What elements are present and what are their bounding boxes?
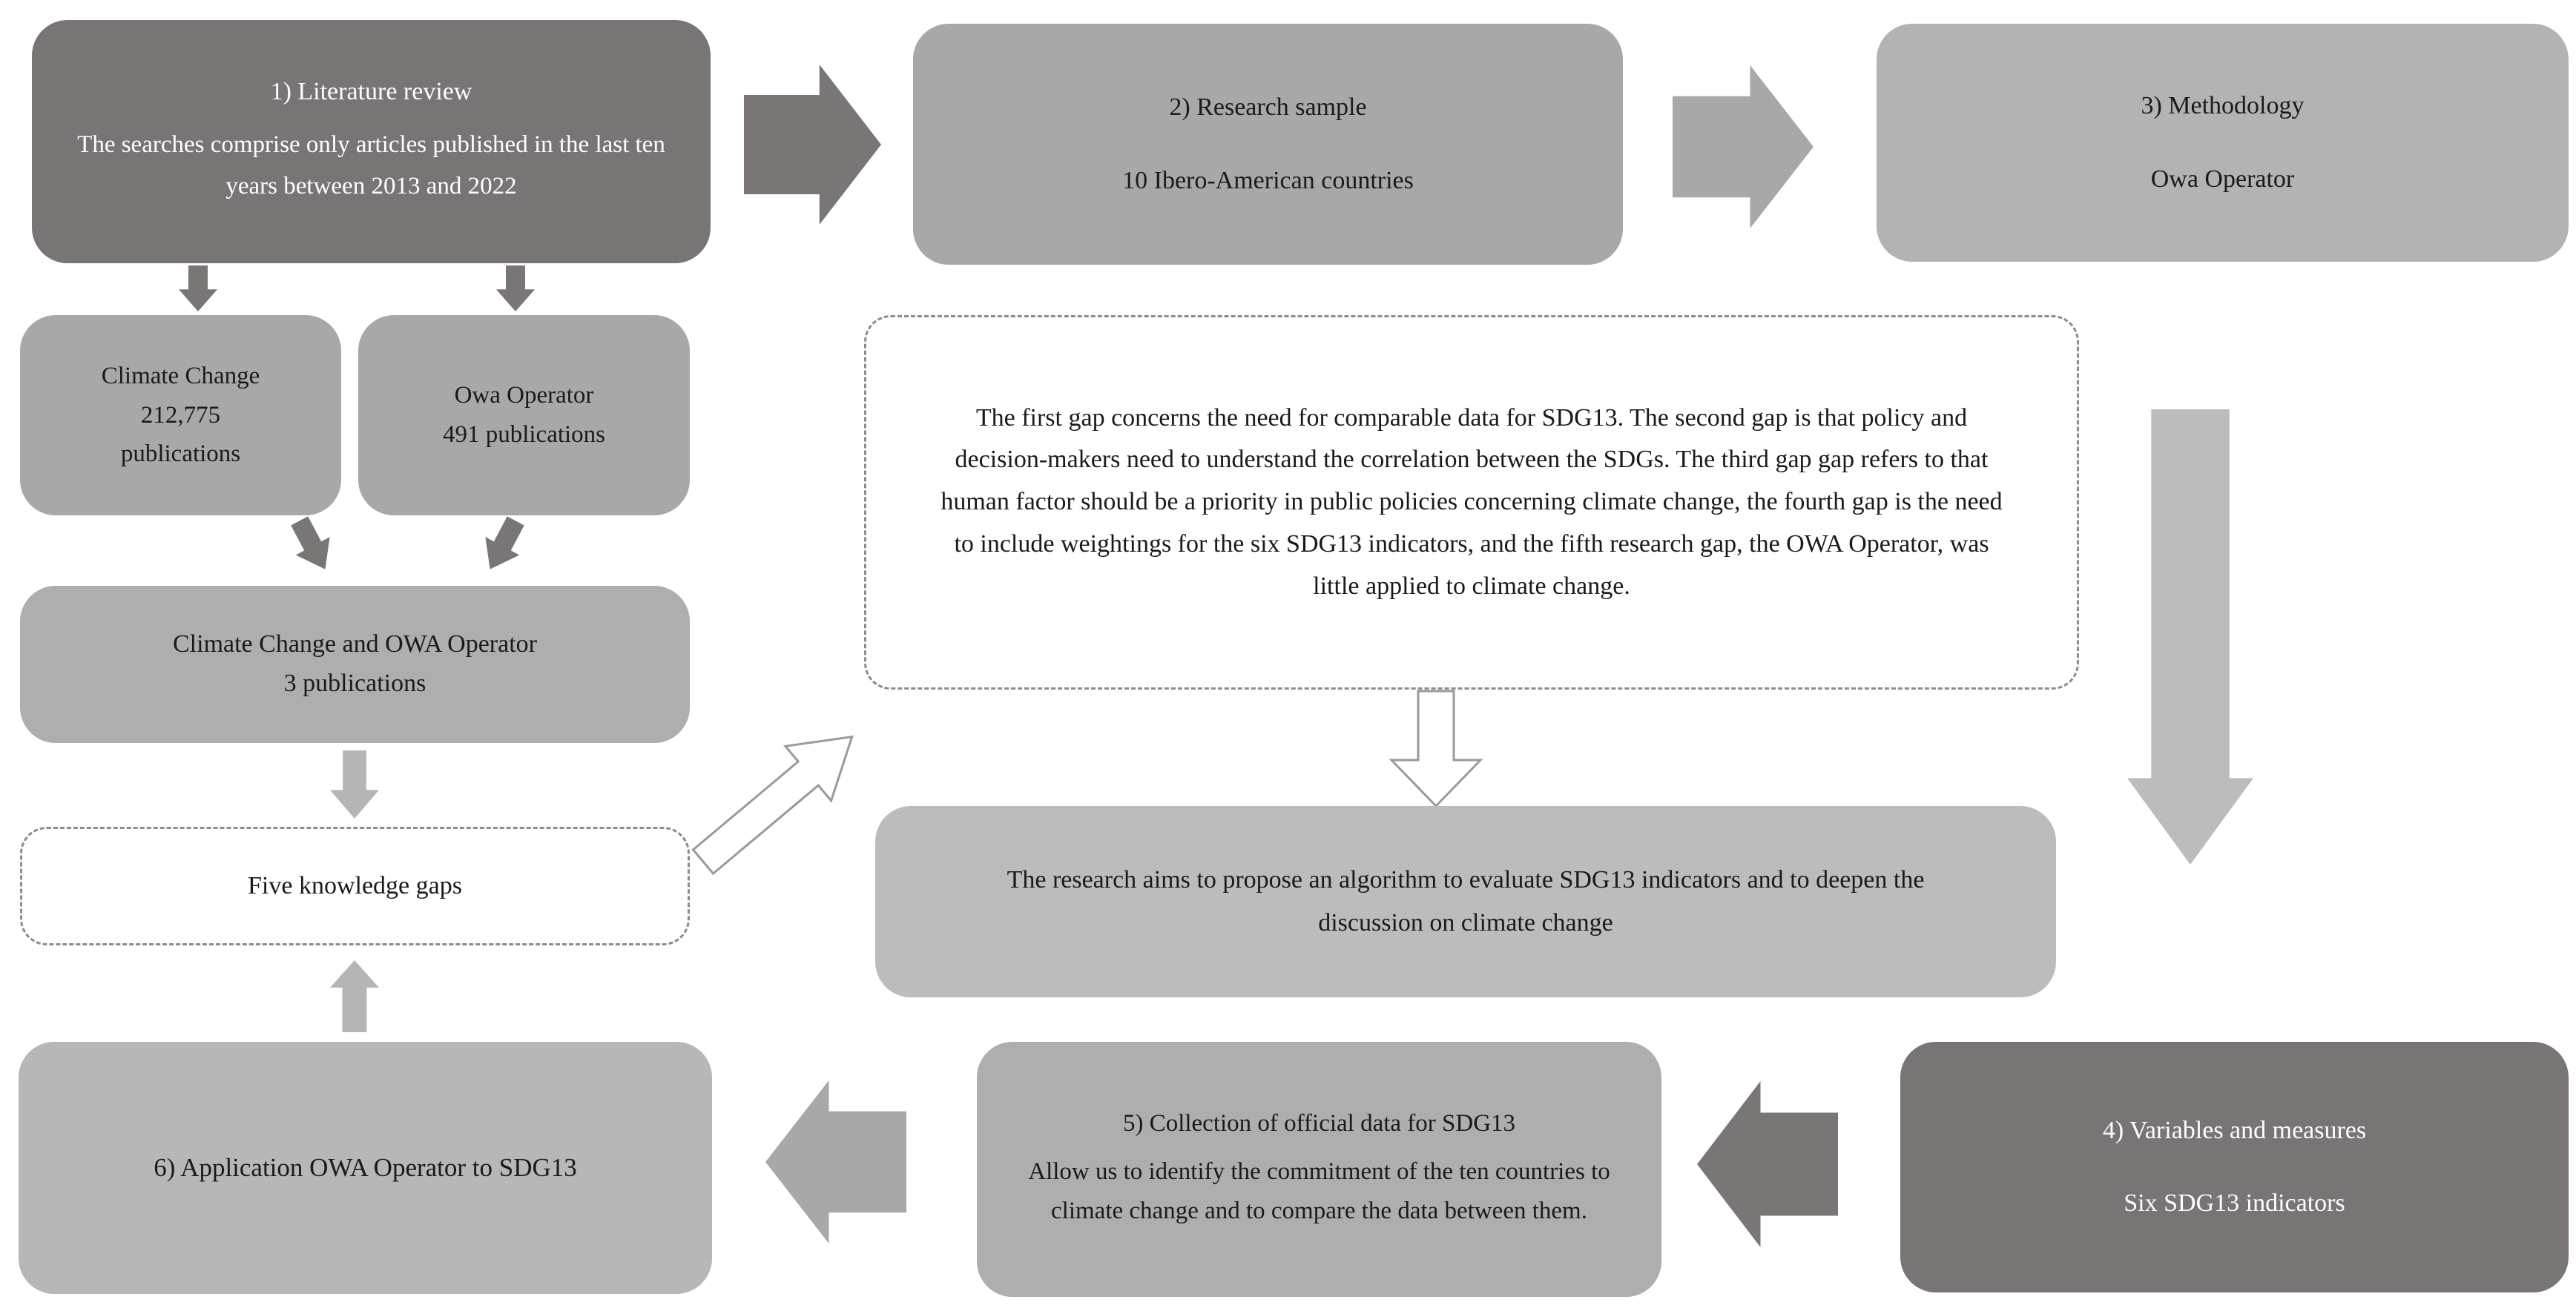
box-data-collection: 5) Collection of official data for SDG13… bbox=[977, 1042, 1661, 1297]
box-data-collection-body: Allow us to identify the commitment of t… bbox=[1028, 1158, 1610, 1224]
box-literature-review: 1) Literature review The searches compri… bbox=[32, 20, 711, 263]
box-methodology-title: 3) Methodology bbox=[2141, 92, 2305, 119]
box-application-owa: 6) Application OWA Operator to SDG13 bbox=[19, 1042, 712, 1294]
arrow-down-icon bbox=[330, 750, 379, 819]
box-climate-owa-publications: Climate Change and OWA Operator 3 public… bbox=[20, 586, 690, 743]
box-gaps-detail: The first gap concerns the need for comp… bbox=[864, 315, 2079, 690]
box-climate-owa-line2: 3 publications bbox=[283, 670, 426, 697]
box-research-aim-text: The research aims to propose an algorith… bbox=[1007, 866, 1925, 937]
arrow-up-icon bbox=[330, 960, 379, 1032]
box-literature-review-body: The searches comprise only articles publ… bbox=[77, 131, 665, 200]
box-research-sample: 2) Research sample 10 Ibero-American cou… bbox=[913, 24, 1623, 265]
box-data-collection-title: 5) Collection of official data for SDG13 bbox=[1122, 1109, 1516, 1137]
box-literature-review-title: 1) Literature review bbox=[270, 77, 472, 105]
arrow-diagonal-down-right-icon bbox=[283, 512, 343, 578]
box-climate-change-publications: Climate Change 212,775 publications bbox=[20, 315, 341, 515]
box-variables-measures: 4) Variables and measures Six SDG13 indi… bbox=[1900, 1042, 2569, 1292]
hollow-arrow-down-icon bbox=[1389, 690, 1483, 808]
box-methodology-body: Owa Operator bbox=[2150, 165, 2295, 193]
arrow-left-icon bbox=[1697, 1081, 1838, 1247]
arrow-right-icon bbox=[1673, 65, 1814, 228]
box-five-knowledge-gaps: Five knowledge gaps bbox=[20, 827, 690, 945]
box-climate-owa-line1: Climate Change and OWA Operator bbox=[173, 630, 537, 658]
box-climate-change-line3: publications bbox=[120, 440, 241, 468]
box-owa-operator-publications: Owa Operator 491 publications bbox=[358, 315, 690, 515]
arrow-tall-down-icon bbox=[2127, 409, 2253, 865]
box-research-sample-body: 10 Ibero-American countries bbox=[1122, 166, 1414, 194]
box-climate-change-line1: Climate Change bbox=[101, 362, 260, 389]
box-research-sample-title: 2) Research sample bbox=[1169, 93, 1367, 121]
arrow-down-icon bbox=[496, 265, 535, 311]
box-variables-measures-title: 4) Variables and measures bbox=[2102, 1116, 2367, 1144]
arrow-down-icon bbox=[179, 265, 217, 311]
hollow-arrow-up-right-icon bbox=[691, 735, 854, 875]
box-methodology: 3) Methodology Owa Operator bbox=[1877, 24, 2569, 262]
arrow-left-icon bbox=[765, 1080, 906, 1244]
box-five-knowledge-gaps-label: Five knowledge gaps bbox=[248, 871, 462, 899]
box-variables-measures-body: Six SDG13 indicators bbox=[2124, 1189, 2345, 1217]
box-research-aim: The research aims to propose an algorith… bbox=[875, 806, 2056, 997]
arrow-diagonal-down-left-icon bbox=[473, 512, 533, 578]
arrow-right-icon bbox=[744, 65, 881, 225]
box-owa-publications-line2: 491 publications bbox=[442, 421, 606, 448]
box-owa-publications-line1: Owa Operator bbox=[454, 382, 594, 409]
box-climate-change-line2: 212,775 bbox=[140, 401, 221, 429]
box-application-owa-label: 6) Application OWA Operator to SDG13 bbox=[154, 1153, 577, 1182]
box-gaps-detail-text: The first gap concerns the need for comp… bbox=[941, 403, 2003, 600]
